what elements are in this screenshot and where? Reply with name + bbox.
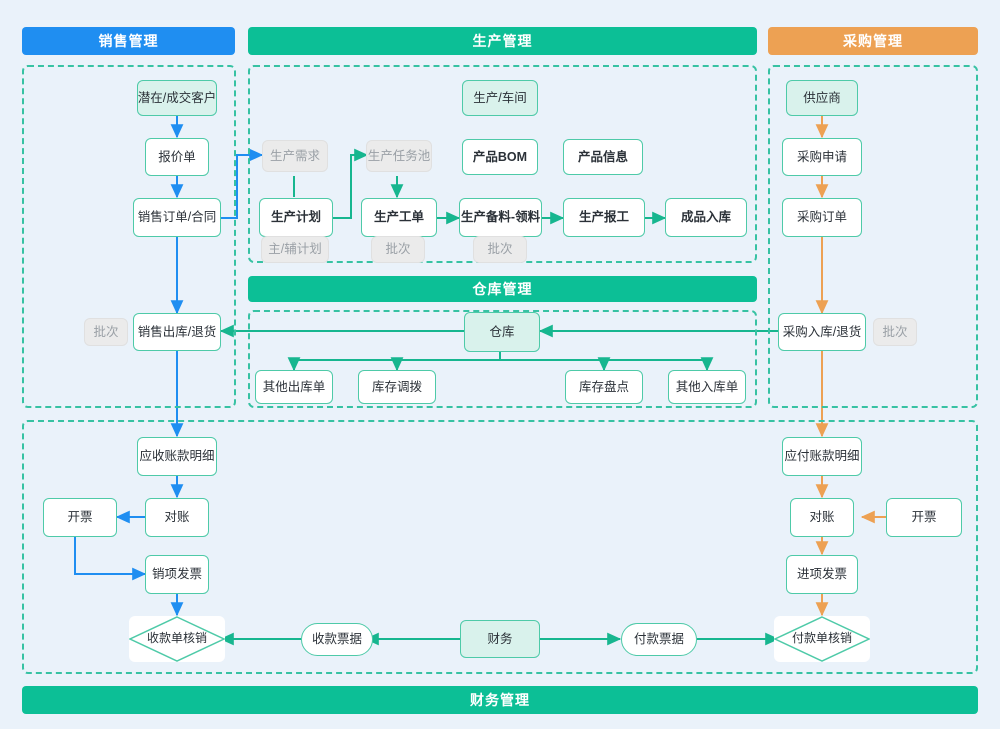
node-receipt-voucher[interactable]: 收款票据: [301, 623, 373, 656]
region-finance: [22, 420, 978, 674]
region-purchase: [768, 65, 978, 408]
node-ar-detail[interactable]: 应收账款明细: [137, 437, 217, 476]
node-receipt-writeoff-label: 收款单核销: [146, 631, 207, 646]
banner-production[interactable]: 生产管理: [248, 27, 757, 55]
node-product-bom[interactable]: 产品BOM: [462, 139, 538, 175]
node-payment-writeoff[interactable]: 付款单核销: [774, 616, 870, 662]
node-purchase-inbound[interactable]: 采购入库/退货: [778, 313, 866, 351]
tag-work-order-batch: 批次: [371, 236, 425, 263]
node-purchase-order[interactable]: 采购订单: [782, 198, 862, 237]
region-warehouse: [248, 310, 757, 408]
node-stock-take[interactable]: 库存盘点: [565, 370, 643, 404]
node-ap-reconcile[interactable]: 对账: [790, 498, 854, 537]
node-input-invoice[interactable]: 进项发票: [786, 555, 858, 594]
node-warehouse-hub[interactable]: 仓库: [464, 312, 540, 352]
node-task-pool[interactable]: 生产任务池: [366, 140, 432, 172]
node-ar-reconcile[interactable]: 对账: [145, 498, 209, 537]
node-product-info[interactable]: 产品信息: [563, 139, 643, 175]
node-ap-detail[interactable]: 应付账款明细: [782, 437, 862, 476]
node-production-plan[interactable]: 生产计划: [259, 198, 333, 237]
tag-prepare-batch: 批次: [473, 236, 527, 263]
node-production-report[interactable]: 生产报工: [563, 198, 645, 237]
node-material-prepare[interactable]: 生产备料-领料: [459, 198, 542, 237]
tag-plan-type: 主/辅计划: [261, 236, 329, 263]
banner-purchase[interactable]: 采购管理: [768, 27, 978, 55]
node-finished-inbound[interactable]: 成品入库: [665, 198, 747, 237]
tag-purchase-batch: 批次: [873, 318, 917, 346]
node-purchase-requisition[interactable]: 采购申请: [782, 138, 862, 176]
node-ap-issue-invoice[interactable]: 开票: [886, 498, 962, 537]
node-finance-hub[interactable]: 财务: [460, 620, 540, 658]
node-stock-transfer[interactable]: 库存调拨: [358, 370, 436, 404]
node-production-demand[interactable]: 生产需求: [262, 140, 328, 172]
node-work-order[interactable]: 生产工单: [361, 198, 437, 237]
node-payment-writeoff-label: 付款单核销: [791, 631, 852, 646]
node-supplier[interactable]: 供应商: [786, 80, 858, 116]
node-sales-outbound[interactable]: 销售出库/退货: [133, 313, 221, 351]
node-quotation[interactable]: 报价单: [145, 138, 209, 176]
node-sales-order[interactable]: 销售订单/合同: [133, 198, 221, 237]
banner-finance[interactable]: 财务管理: [22, 686, 978, 714]
node-other-inbound[interactable]: 其他入库单: [668, 370, 746, 404]
node-other-outbound[interactable]: 其他出库单: [255, 370, 333, 404]
banner-warehouse[interactable]: 仓库管理: [248, 276, 757, 302]
region-sales: [22, 65, 236, 408]
node-potential-customer[interactable]: 潜在/成交客户: [137, 80, 217, 116]
node-receipt-writeoff[interactable]: 收款单核销: [129, 616, 225, 662]
node-ar-issue-invoice[interactable]: 开票: [43, 498, 117, 537]
banner-sales[interactable]: 销售管理: [22, 27, 235, 55]
node-output-invoice[interactable]: 销项发票: [145, 555, 209, 594]
tag-sales-batch: 批次: [84, 318, 128, 346]
node-payment-voucher[interactable]: 付款票据: [621, 623, 697, 656]
node-workshop[interactable]: 生产/车间: [462, 80, 538, 116]
